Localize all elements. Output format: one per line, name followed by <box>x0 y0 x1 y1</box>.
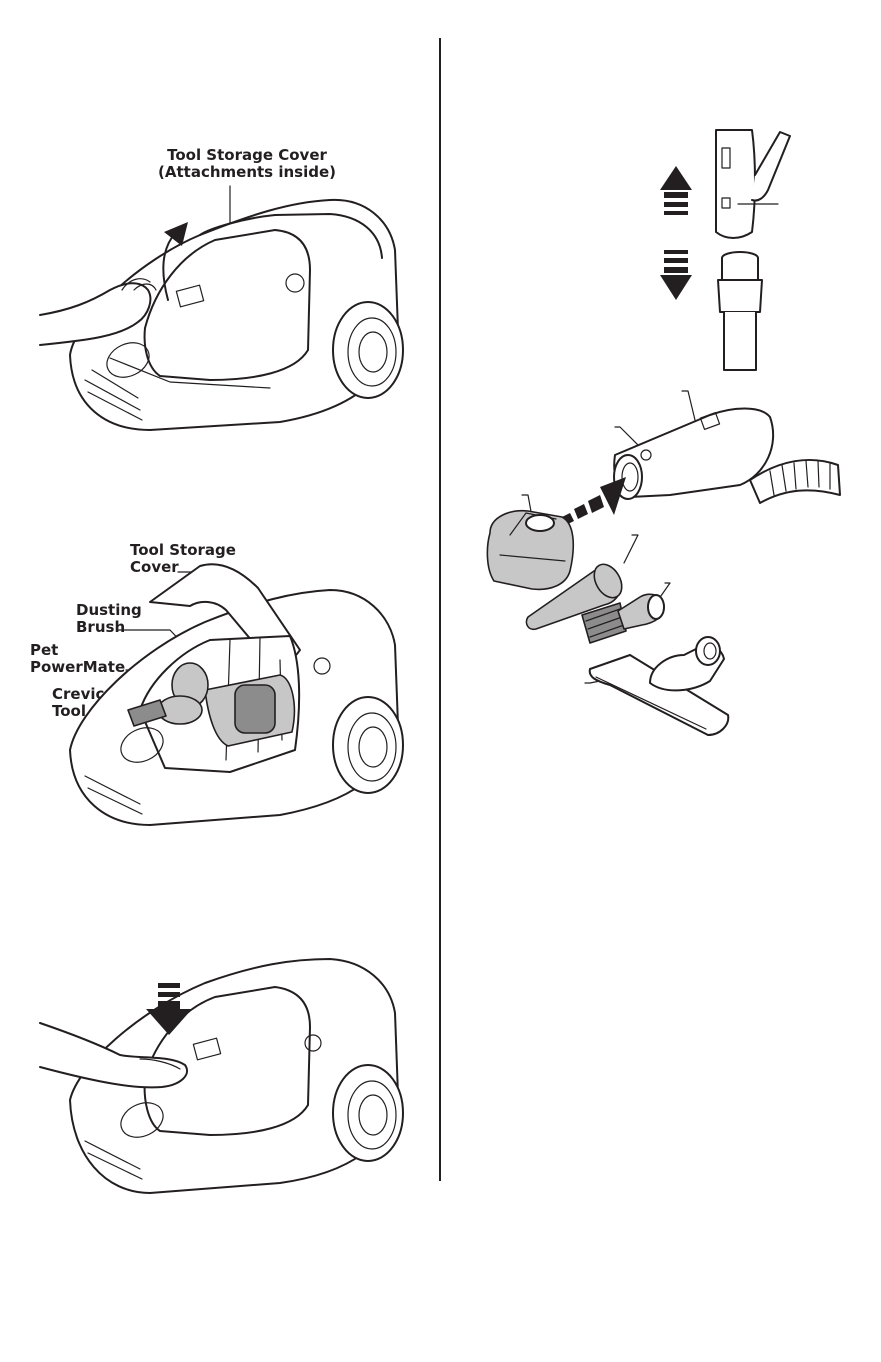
figure-attachments-inside: Tool Storage Cover Dusting Brush Pet Pow… <box>30 540 430 840</box>
floor-tool <box>590 637 729 735</box>
figure-open-cover: Tool Storage Cover (Attachments inside) <box>30 140 430 450</box>
down-arrow-icon <box>660 250 692 300</box>
wand-illustration <box>640 120 800 380</box>
vacuum-open-illustration <box>30 540 430 840</box>
right-arrow-icon <box>562 477 626 525</box>
vacuum-close-illustration <box>30 955 430 1205</box>
up-arrow-icon <box>660 166 692 215</box>
column-divider <box>439 38 441 1181</box>
wand-tube <box>718 280 762 312</box>
figure-wand-release <box>640 120 800 380</box>
attachments-illustration <box>470 385 870 745</box>
figure-close-cover <box>30 955 430 1205</box>
vacuum-illustration <box>30 140 430 450</box>
figure-attachments <box>470 385 870 745</box>
rear-wheel <box>333 302 403 398</box>
wand-handle <box>716 130 755 238</box>
rear-wheel <box>333 697 403 793</box>
rear-wheel <box>333 1065 403 1161</box>
